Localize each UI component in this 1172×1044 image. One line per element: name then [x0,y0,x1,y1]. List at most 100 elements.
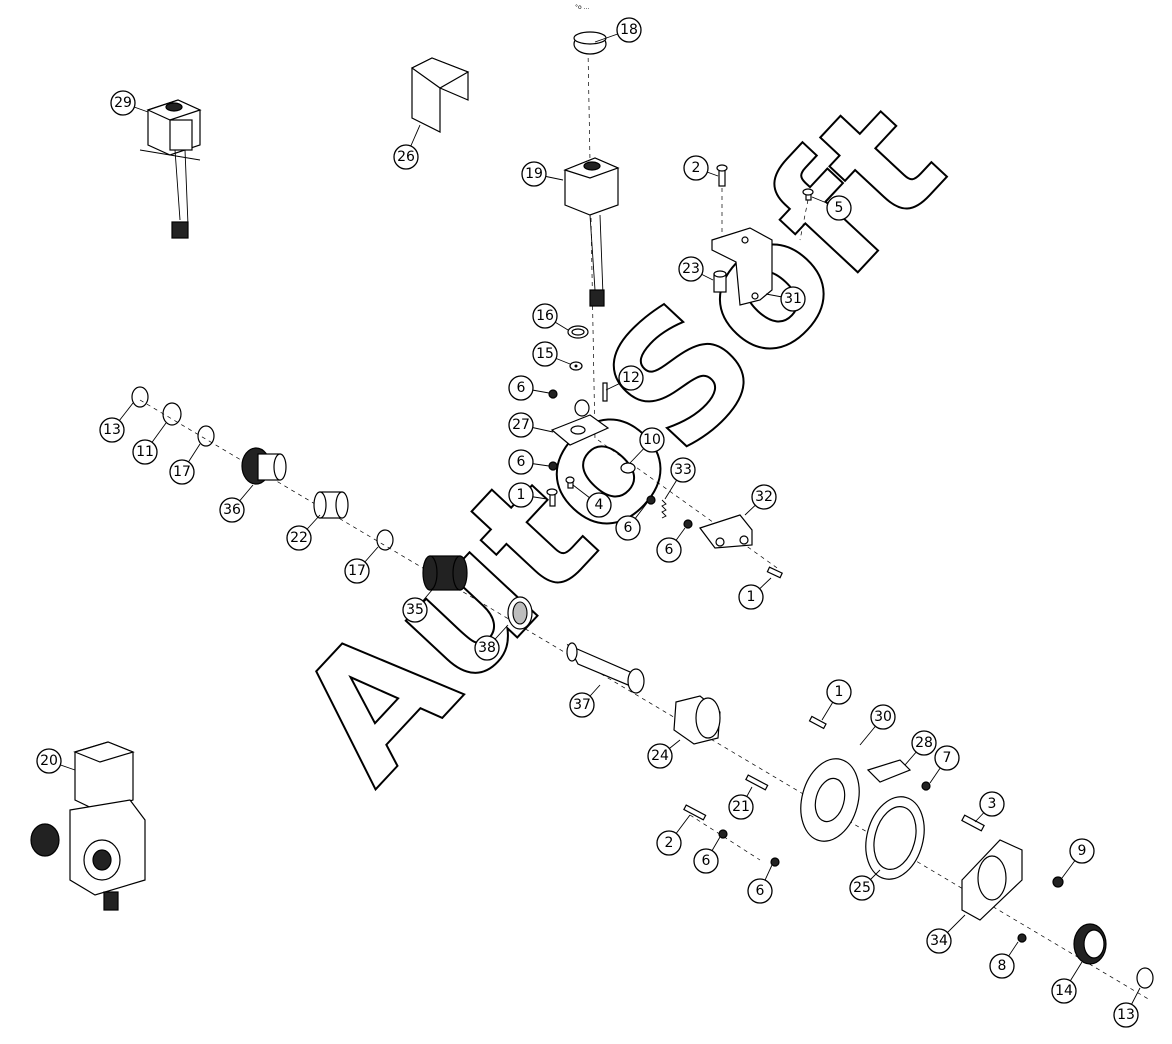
part-6-nut [683,519,693,529]
callout-6: 6 [747,864,773,904]
part-35-gear [422,555,468,591]
callout-circle [639,427,665,453]
callout-circle [693,848,719,874]
callout-9: 9 [1061,838,1095,879]
callout-label: 19 [525,166,543,182]
part-25-gasket [865,796,925,880]
part-13-ring [131,386,149,408]
callout-label: 34 [930,933,948,949]
callout-circle [826,679,852,705]
part-9-nut [1052,876,1064,888]
callout-circle [656,537,682,563]
part-29-solenoid [139,99,202,239]
callout-6: 6 [508,449,550,475]
callout-circle [286,525,312,551]
callout-25: 25 [849,869,881,901]
callout-circle [670,457,696,483]
part-21-bolt [745,774,769,791]
callout-label: 12 [622,370,640,386]
callout-4: 4 [572,484,612,518]
callout-label: 13 [1117,1007,1135,1023]
part-24-hub [673,695,721,745]
callout-circle [569,692,595,718]
callout-circle [474,635,500,661]
callout-label: 21 [732,799,750,815]
callout-circle [751,484,777,510]
callout-label: 28 [915,735,933,751]
callout-circle [780,286,806,312]
part-22-bushing [313,491,349,519]
callout-label: 18 [620,22,638,38]
callout-label: 30 [874,709,892,725]
callout-5: 5 [811,195,852,221]
callout-circle [647,743,673,769]
callout-circle [683,155,709,181]
part-4-screw [565,476,575,489]
callout-1: 1 [508,482,548,508]
callout-circle [402,597,428,623]
callout-label: 6 [624,520,633,536]
part-10-washer [620,462,636,474]
callout-16: 16 [532,303,569,331]
callout-31: 31 [765,286,806,312]
callout-circle [508,375,534,401]
callout-label: 7 [943,750,952,766]
part-1-bolt [808,715,827,730]
callout-12: 12 [605,365,644,391]
callout-23: 23 [678,256,714,282]
callout-28: 28 [904,730,937,766]
callout-13: 13 [99,402,134,443]
callout-circle [36,748,62,774]
callout-label: 6 [702,853,711,869]
callout-circle [656,830,682,856]
part-6-nut [718,829,728,839]
callout-circle [344,558,370,584]
part-6-nut [646,495,656,505]
callout-35: 35 [402,589,433,623]
callout-label: 4 [595,497,604,513]
callout-21: 21 [728,786,754,820]
part-28-lever [866,759,912,783]
part-23-spacer [713,270,727,293]
part-5-screw [802,188,814,201]
callout-circle [532,341,558,367]
callout-circle [738,584,764,610]
part-32-lever [699,514,753,549]
callout-circle [678,256,704,282]
callout-37: 37 [569,684,601,718]
callout-circle [870,704,896,730]
callout-label: 6 [665,542,674,558]
callout-label: 27 [512,417,530,433]
watermark-text: AutoSoft [260,65,981,818]
callout-label: 15 [536,346,554,362]
callout-circle [618,365,644,391]
part-1-screw [546,488,558,507]
callout-circle [219,497,245,523]
callout-6: 6 [508,375,550,401]
callout-label: 22 [290,530,308,546]
callout-circle [99,417,125,443]
callout-circle [616,17,642,43]
part-2-bolt [683,804,707,821]
callout-14: 14 [1051,961,1083,1004]
callout-label: 2 [692,160,701,176]
part-14-bearing [1073,923,1107,965]
callout-circle [132,439,158,465]
callout-circle [747,878,773,904]
callout-circle [508,412,534,438]
callout-11: 11 [132,422,167,465]
callout-circle [393,144,419,170]
callout-label: 11 [136,444,154,460]
callout-label: 10 [643,432,661,448]
part-30-plate [800,758,860,842]
callout-label: 24 [651,748,669,764]
part-8-nut [1017,933,1027,943]
callout-15: 15 [532,341,571,367]
callout-2: 2 [683,155,719,181]
part-26-bracket [410,57,470,133]
callout-32: 32 [744,484,777,516]
callout-circle [979,791,1005,817]
callout-label: 35 [406,602,424,618]
callout-label: 26 [397,149,415,165]
callout-8: 8 [989,941,1019,979]
